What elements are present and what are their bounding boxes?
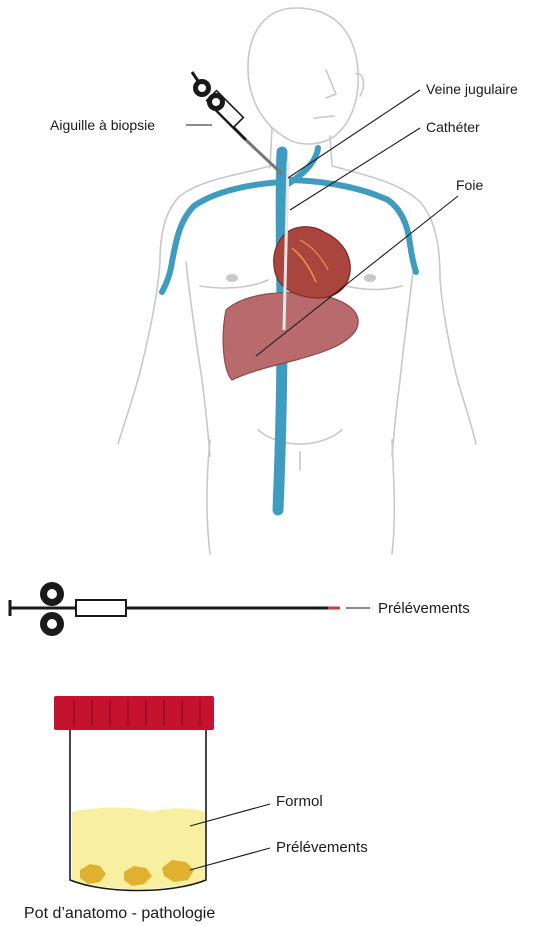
jar-lid xyxy=(54,696,214,730)
label-formol: Formol xyxy=(276,793,323,810)
label-samples-top: Prélévements xyxy=(378,600,470,617)
nipple-left xyxy=(226,274,238,282)
label-needle: Aiguille à biopsie xyxy=(50,117,155,133)
liver xyxy=(223,293,358,380)
label-catheter: Cathéter xyxy=(426,119,480,135)
syringe-horizontal xyxy=(10,582,370,636)
specimen-jar xyxy=(54,696,214,891)
label-jar: Pot d’anatomo - pathologie xyxy=(24,905,215,922)
label-jugular: Veine jugulaire xyxy=(426,81,518,97)
nipple-right xyxy=(364,274,376,282)
label-liver: Foie xyxy=(456,177,483,193)
label-samples-jar: Prélévements xyxy=(276,839,368,856)
